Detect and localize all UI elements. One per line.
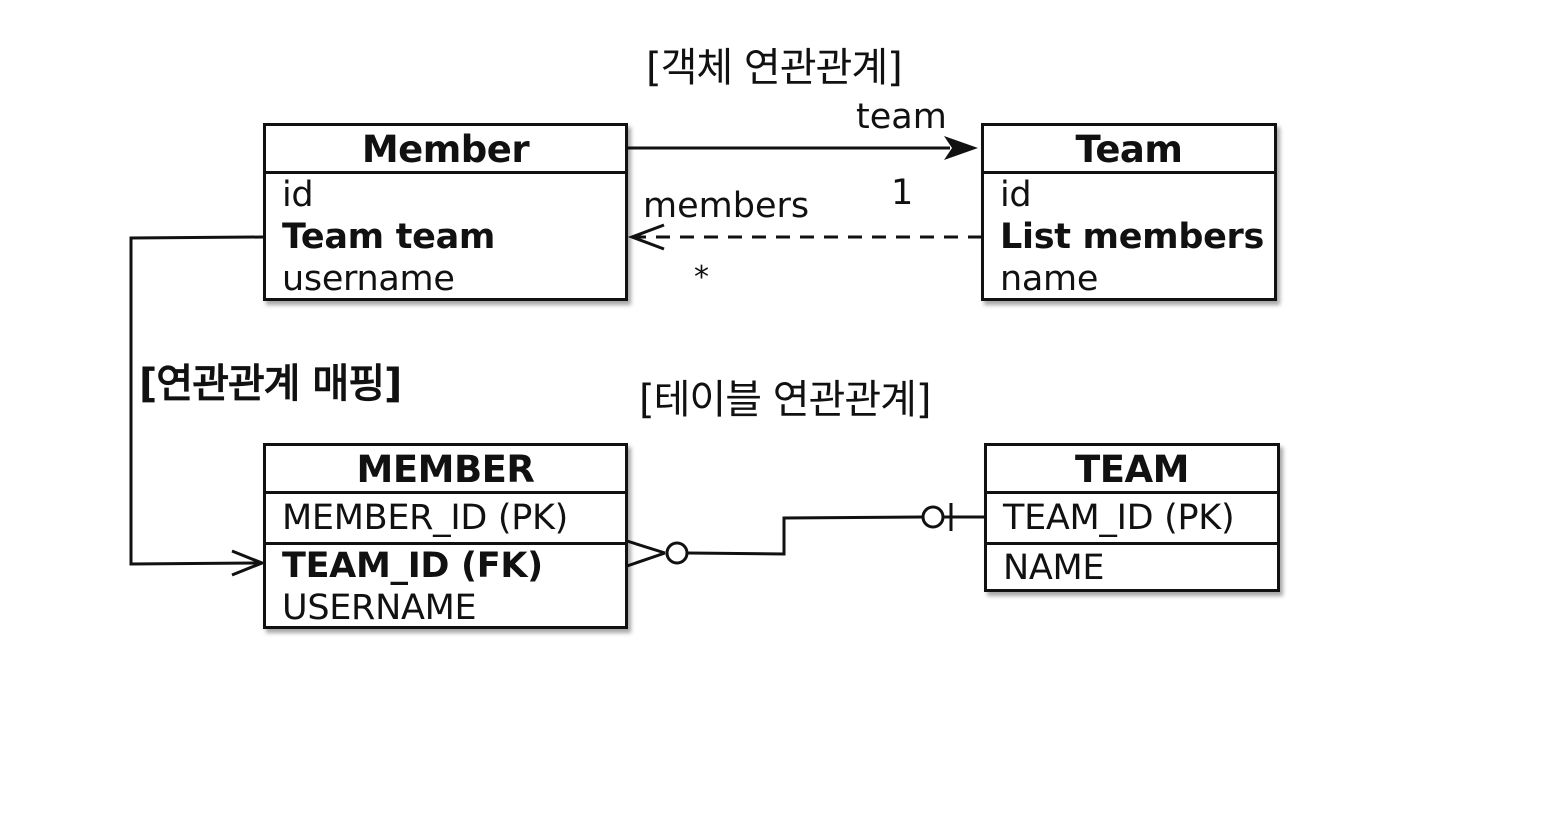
object-relation-title: [객체 연관관계]	[646, 45, 903, 91]
member-field-team: Team team	[282, 217, 496, 257]
member-table-username: USERNAME	[282, 588, 477, 628]
members-role-label: members	[643, 186, 810, 226]
mapping-title: [연관관계 매핑]	[139, 361, 402, 407]
team-table-pk: TEAM_ID (PK)	[1003, 498, 1235, 538]
team-table-name-col: NAME	[1003, 548, 1105, 588]
multiplicity-one-label: 1	[891, 173, 914, 213]
team-table-name: TEAM	[987, 446, 1277, 494]
table-relation-title: [테이블 연관관계]	[639, 377, 932, 423]
er-relationship-line	[687, 515, 923, 556]
member-table-pk: MEMBER_ID (PK)	[282, 498, 569, 538]
team-field-id: id	[1000, 175, 1032, 215]
team-class-box: Team id List members name	[981, 123, 1277, 301]
team-table-box: TEAM TEAM_ID (PK) NAME	[984, 443, 1280, 592]
mapping-arrowhead	[231, 549, 267, 577]
team-role-label: team	[856, 97, 947, 137]
member-table-name: MEMBER	[266, 446, 625, 494]
member-table-fk: TEAM_ID (FK)	[282, 546, 543, 586]
member-field-id: id	[282, 175, 314, 215]
member-field-username: username	[282, 259, 455, 299]
team-arrowhead	[944, 136, 978, 160]
member-class-name: Member	[266, 126, 625, 174]
crowfoot-lower	[626, 551, 666, 568]
multiplicity-many-label: *	[694, 260, 709, 295]
team-field-members: List members	[1000, 217, 1265, 257]
member-class-box: Member id Team team username	[263, 123, 628, 301]
team-class-name: Team	[984, 126, 1274, 174]
member-table-box: MEMBER MEMBER_ID (PK) TEAM_ID (FK) USERN…	[263, 443, 628, 629]
team-field-name: name	[1000, 259, 1099, 299]
crowfoot-upper	[626, 539, 666, 555]
members-arrowhead	[627, 223, 665, 251]
team-optional-circle	[921, 505, 945, 529]
mapping-connector-line	[129, 235, 264, 566]
member-optional-circle	[665, 541, 689, 565]
